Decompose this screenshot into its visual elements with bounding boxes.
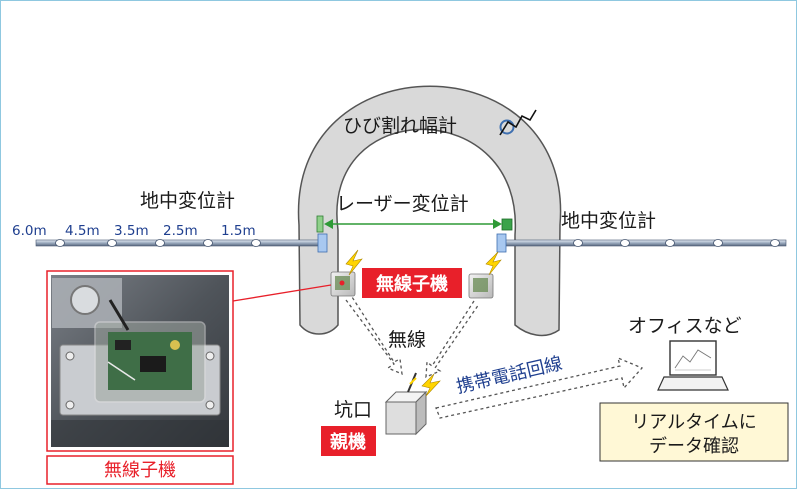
wireless-child-label-box [362, 268, 462, 298]
ground-rod-right [496, 233, 787, 253]
wireless-child-label: 無線子機 [376, 273, 448, 295]
distance-label: 1.5m [221, 223, 256, 239]
distance-labels: 6.0m 4.5m 3.5m 2.5m 1.5m [12, 223, 256, 239]
realtime-note-box [599, 402, 789, 462]
crack-gauge-label: ひび割れ幅計 [343, 115, 457, 137]
wireless-child-unit-left [330, 249, 363, 297]
mobile-line-label: 携帯電話回線 [454, 353, 564, 398]
laser-meter-label: レーザー変位計 [336, 193, 469, 215]
crack-width-gauge [499, 109, 537, 136]
parent-unit-label: 親機 [330, 431, 366, 453]
photo-caption: 無線子機 [104, 460, 176, 481]
distance-label: 2.5m [163, 223, 198, 239]
parent-unit [384, 372, 441, 436]
photo-leader-line [232, 284, 332, 302]
photo-caption-box [46, 455, 234, 485]
laser-displacement-meter [316, 215, 513, 233]
realtime-note-line2: データ確認 [649, 436, 739, 457]
parent-unit-label-box [321, 426, 376, 456]
wireless-unit-photo [46, 270, 234, 452]
ground-meter-left-label: 地中変位計 [140, 190, 235, 212]
tunnel-entrance-label: 坑口 [334, 399, 372, 421]
distance-label: 4.5m [65, 223, 100, 239]
laptop-icon [657, 340, 729, 391]
realtime-note-line1: リアルタイムに [631, 412, 756, 433]
ground-meter-right-label: 地中変位計 [561, 210, 656, 232]
wireless-link-left [345, 296, 403, 376]
wireless-label: 無線 [388, 329, 426, 351]
office-label: オフィスなど [628, 315, 742, 337]
tunnel-lining [297, 85, 562, 337]
distance-label: 6.0m [12, 223, 47, 239]
ground-rod-left [35, 233, 328, 253]
distance-label: 3.5m [114, 223, 149, 239]
wireless-link-right [425, 300, 480, 379]
mobile-line-arrow [435, 356, 644, 419]
wireless-child-unit-right [468, 251, 502, 299]
